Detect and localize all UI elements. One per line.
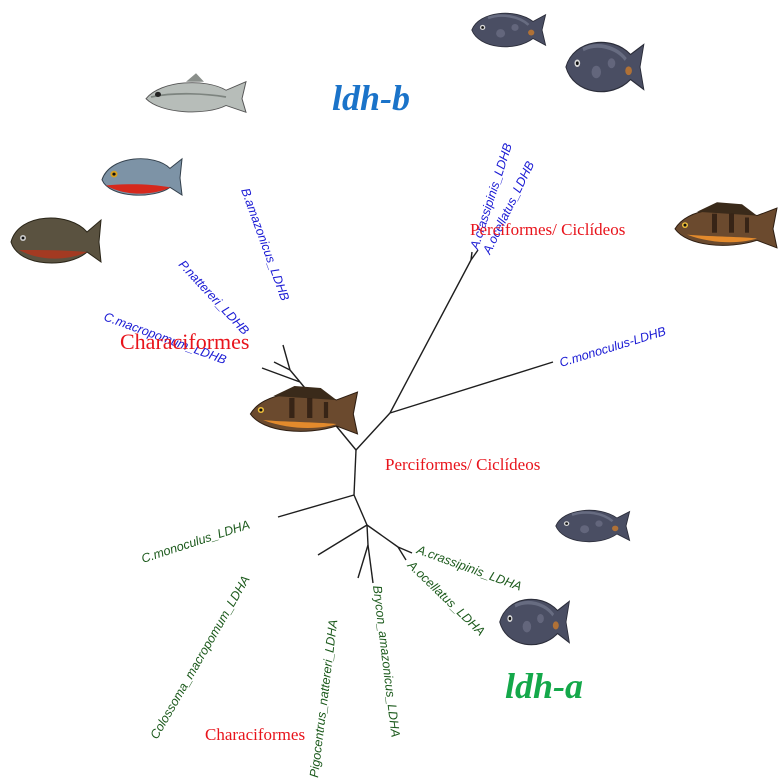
branch-stem-to-ldha-lower xyxy=(354,495,367,525)
gene-label-ldh-a: ldh-a xyxy=(505,666,583,706)
group-label-characiformes-ldhb: Characiformes xyxy=(120,329,250,354)
group-label-perciformes-ldhb: Perciformes/ Ciclídeos xyxy=(470,220,625,239)
fish-oscar-bottom-small-image xyxy=(556,510,630,542)
branch-to-c-macropomum-ldha xyxy=(318,525,367,555)
ldha-leaf-labels: C.monoculus_LDHA Colossoma_macropomum_LD… xyxy=(140,518,524,779)
branch-ldha-cichlids xyxy=(367,525,398,547)
branch-to-p-nattereri-ldha xyxy=(358,545,368,578)
branch-to-c-monoculus-ldhb xyxy=(390,362,553,413)
leaf-c-monoculus-ldhb: C.monoculus-LDHB xyxy=(558,324,668,370)
fish-oscar-top-large-image xyxy=(566,42,644,91)
fish-brycon-image xyxy=(146,73,246,112)
leaf-b-amazonicus-ldha: Brycon_amazonicus_LDHA xyxy=(370,585,403,738)
fish-oscar-bottom-large-image xyxy=(500,599,570,644)
leaf-p-nattereri-ldhb: P.nattereri_LDHB xyxy=(176,257,252,337)
leaf-p-nattereri-ldha: Pigocentrus_nattereri_LDHA xyxy=(307,619,340,779)
fish-peacock-bass-right-image xyxy=(675,202,777,248)
leaf-c-monoculus-ldha: C.monoculus_LDHA xyxy=(140,518,252,566)
branch-ldhb-to-cichlids xyxy=(390,260,471,413)
branch-ldha-characin-node xyxy=(367,525,368,545)
leaf-b-amazonicus-ldhb: B.amazonicus_LDHB xyxy=(238,186,292,302)
group-label-characiformes-ldha: Characiformes xyxy=(205,725,305,744)
branch-root-stem xyxy=(354,450,356,495)
leaf-c-macropomum-ldha: Colossoma_macropomum_LDHA xyxy=(147,573,252,741)
branch-stem-to-ldhb xyxy=(356,413,390,450)
branch-stem-to-c-monoculus-ldha xyxy=(278,495,354,517)
gene-label-ldh-b: ldh-b xyxy=(332,78,410,118)
fish-oscar-top-small-image xyxy=(472,13,546,47)
fish-tambaqui-image xyxy=(11,218,101,263)
branch-to-b-amazonicus-ldha xyxy=(368,545,373,583)
fish-red-piranha-image xyxy=(102,159,182,195)
fish-peacock-bass-center-image xyxy=(250,386,357,434)
group-label-perciformes-ldha: Perciformes/ Ciclídeos xyxy=(385,455,540,474)
